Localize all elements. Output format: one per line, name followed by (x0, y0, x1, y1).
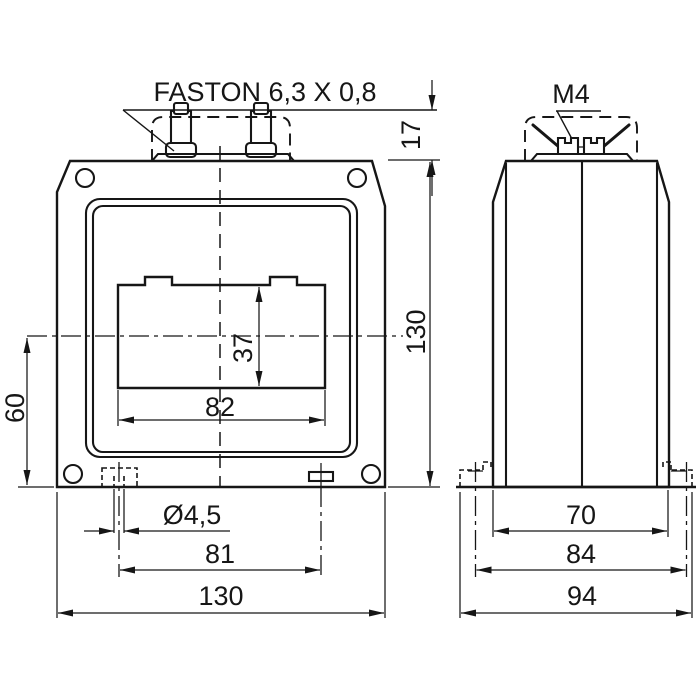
dim-body-height: 130 (388, 162, 440, 488)
dim-window-height: 37 (228, 287, 263, 386)
faston-terminal-right (244, 101, 278, 159)
core-window (116, 275, 327, 390)
front-view: FASTON 6,3 X 0,8 17 130 37 82 (0, 77, 440, 618)
foot-right-hidden (662, 461, 693, 577)
dim-70-label: 70 (566, 500, 596, 530)
corner-hole-bottom-right (360, 463, 382, 485)
dim-slot-spacing-front: 81 (120, 539, 320, 574)
corner-hole-top-left (74, 167, 96, 189)
dim-terminal-height: 17 (388, 80, 440, 196)
mounting-slot-right (307, 463, 335, 577)
terminal-zone-phantom-outline (151, 116, 291, 161)
faston-terminal-left (164, 101, 198, 159)
faston-label: FASTON 6,3 X 0,8 (153, 77, 376, 107)
face-inner-frame (91, 204, 352, 454)
housing-outline (55, 159, 387, 489)
dim-37-label: 37 (228, 333, 258, 363)
faston-tip (252, 101, 270, 116)
dim-81-label: 81 (205, 539, 235, 569)
dim-60-label: 60 (0, 393, 30, 423)
dim-17-label: 17 (396, 120, 426, 150)
side-view: M4 70 84 94 (456, 79, 696, 618)
dim-slot-diameter: Ø4,5 (84, 489, 230, 535)
dim-94-label: 94 (567, 581, 597, 611)
dim-base-to-centerline: 60 (0, 338, 54, 488)
dim-flange-depth: 94 (459, 492, 693, 618)
foot-left-hidden (459, 461, 492, 577)
screw-size-label: M4 (552, 79, 590, 109)
terminal-screw-left (531, 123, 580, 156)
corner-hole-top-right (346, 167, 368, 189)
dim-82-label: 82 (205, 392, 235, 422)
faston-tip (172, 101, 190, 116)
dim-body-width: 130 (56, 492, 386, 618)
mounting-slot-left-hidden (101, 462, 138, 577)
dim-84-label: 84 (566, 539, 596, 569)
dim-diameter-label: Ø4,5 (163, 500, 222, 530)
corner-hole-bottom-left (62, 463, 84, 485)
dim-130h-label: 130 (198, 581, 243, 611)
terminal-screw-right (582, 123, 631, 156)
dim-body-depth: 70 (492, 490, 669, 537)
terminal-zone-phantom-outline-side (524, 116, 638, 161)
dim-slot-spacing-side: 84 (476, 539, 686, 574)
dim-window-width: 82 (117, 390, 326, 426)
dim-130v-label: 130 (401, 309, 431, 354)
m4-leader-pointer (556, 110, 573, 140)
faston-leader-pointer (122, 109, 175, 152)
face-outer-frame (84, 197, 359, 459)
